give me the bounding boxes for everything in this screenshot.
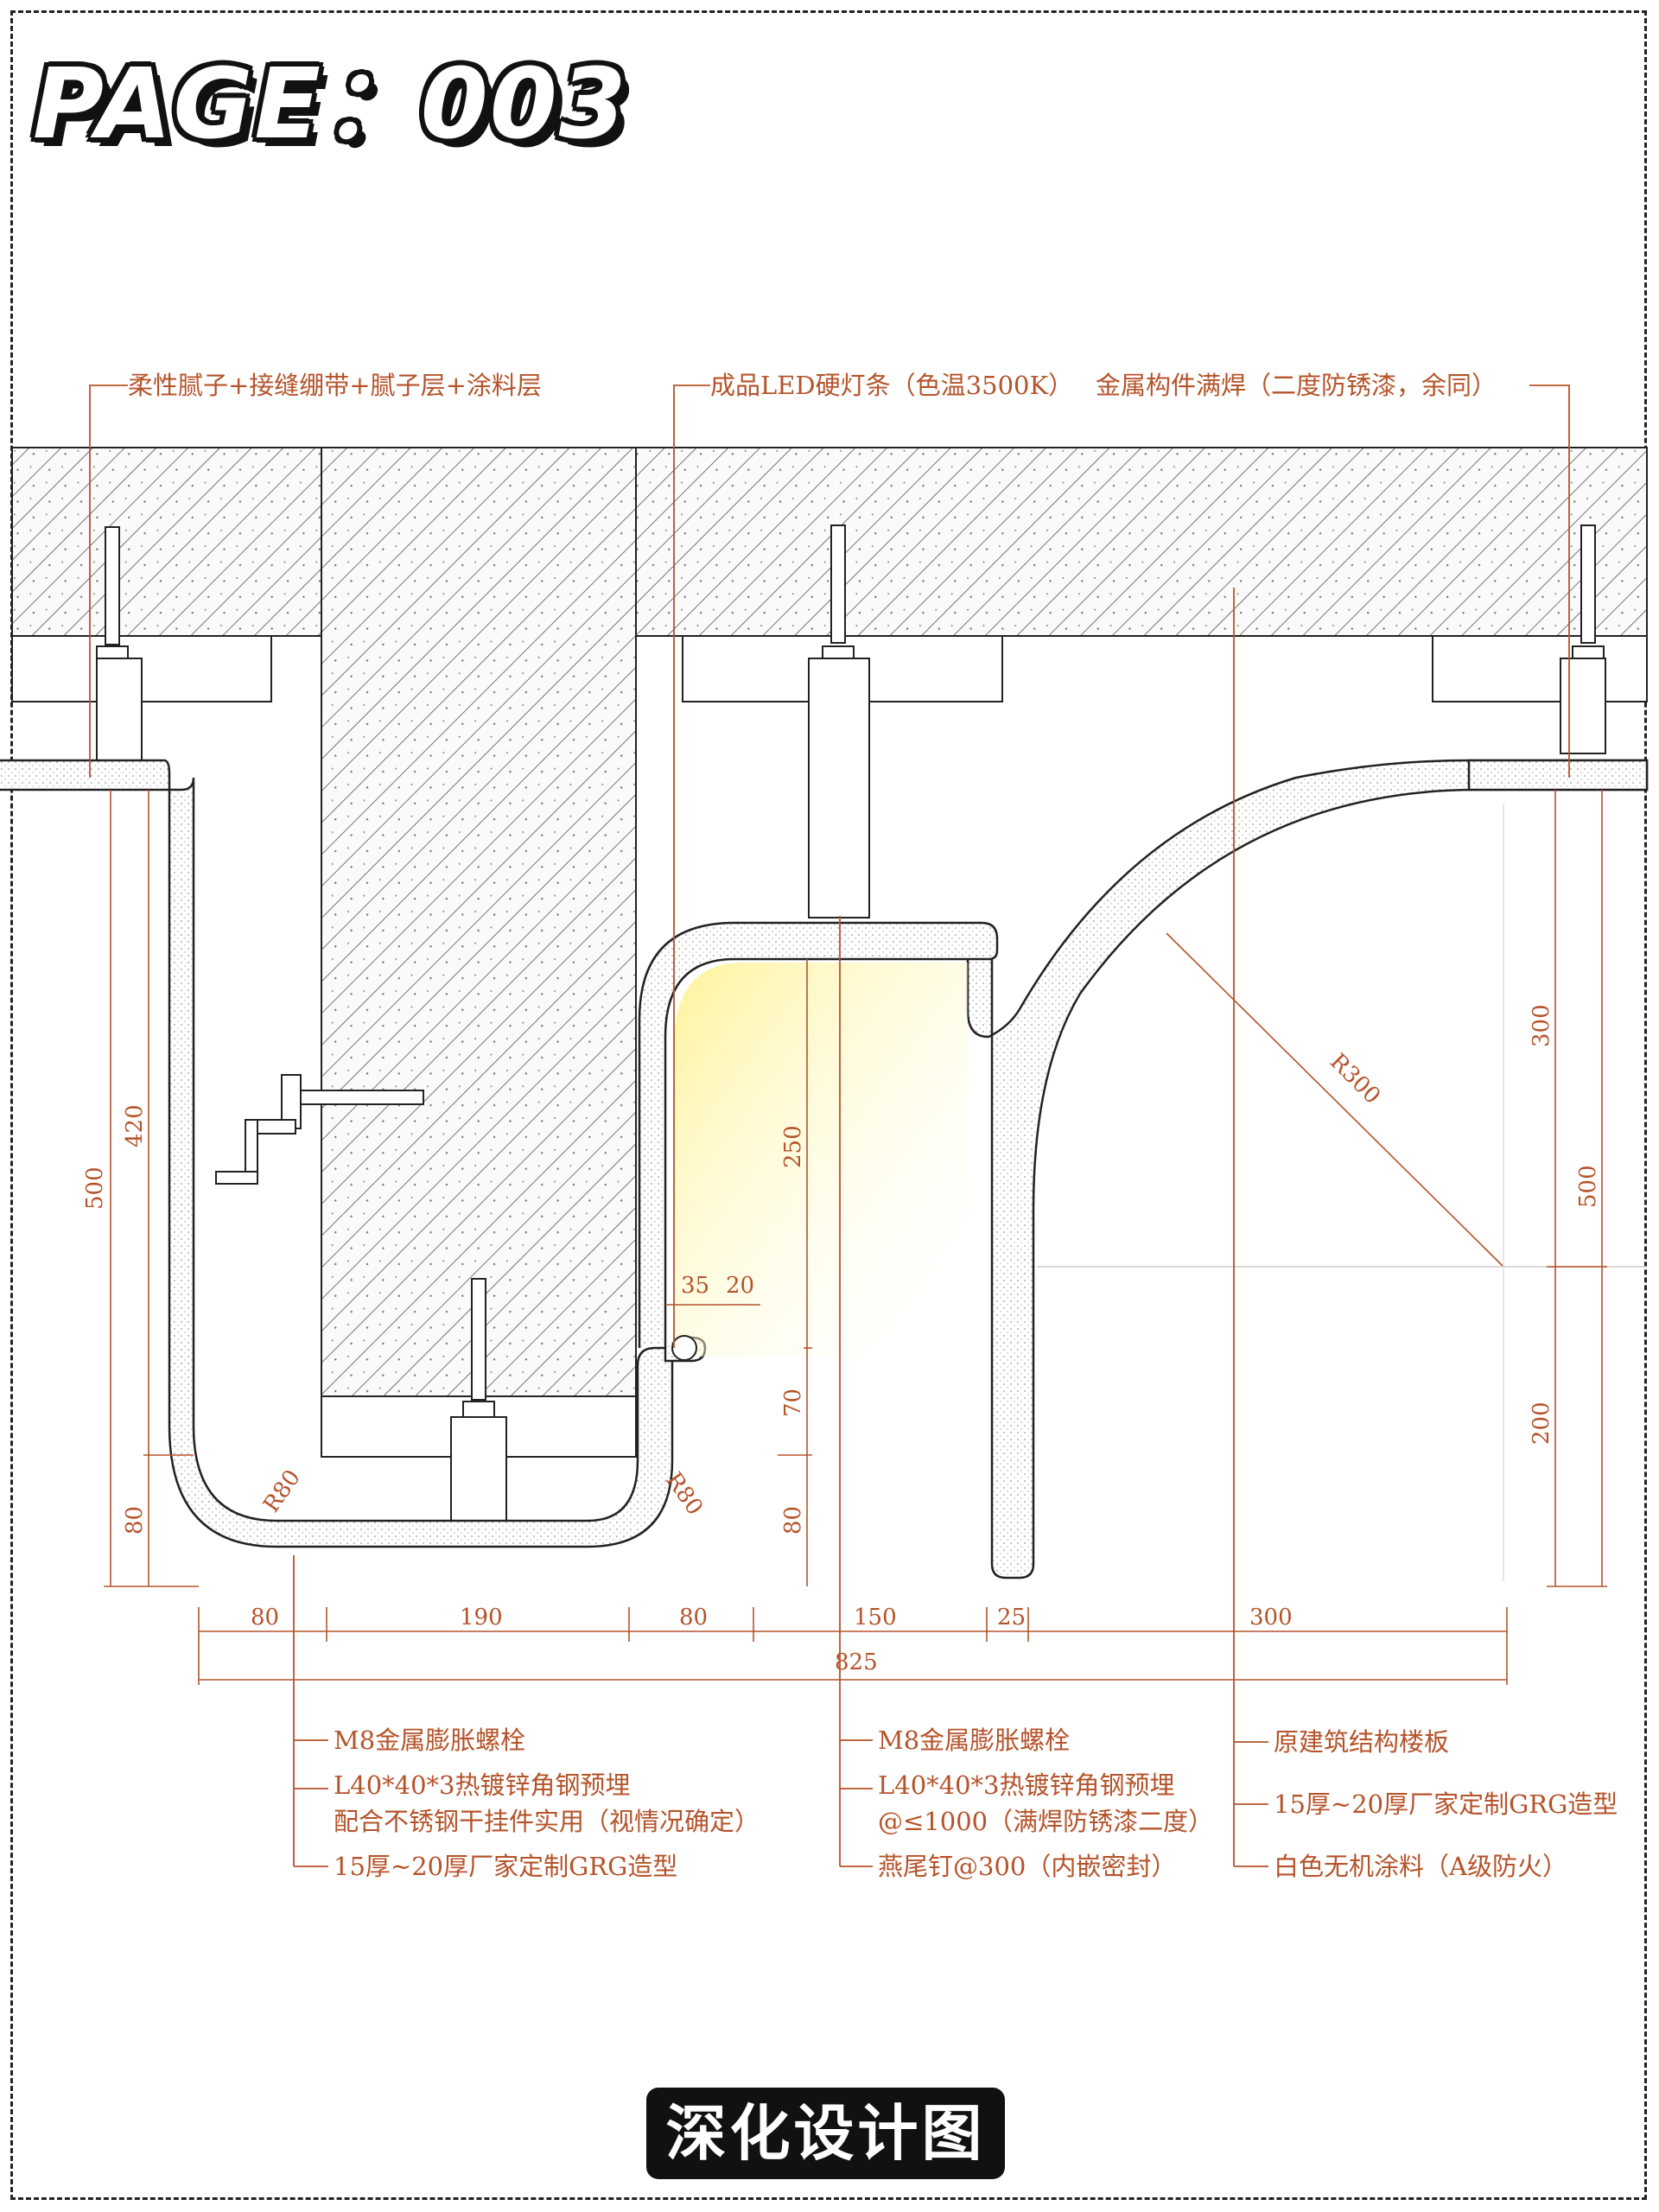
radius-r300: R300 (1325, 1049, 1385, 1109)
angle-bracket-left (215, 1074, 424, 1185)
concrete-beam (321, 447, 637, 1397)
structural-slab (11, 447, 1648, 637)
note-left-3: 配合不锈钢干挂件实用（视情况确定） (334, 1807, 760, 1836)
dim-left-420: 420 (122, 1104, 148, 1147)
hanger-bolt-mid (808, 524, 870, 918)
dim-inner-20: 20 (726, 1273, 754, 1299)
dim-right-300: 300 (1529, 1004, 1554, 1047)
note-mid-3: @≤1000（满焊防锈漆二度） (878, 1807, 1213, 1836)
dim-left-80: 80 (122, 1506, 148, 1535)
page-title: PAGE：003 (33, 48, 628, 161)
note-led-strip: 成品LED硬灯条（色温3500K） (710, 371, 1073, 400)
dim-right-200: 200 (1529, 1402, 1554, 1445)
dim-bottom-3: 80 (679, 1605, 708, 1630)
note-mid-1: M8金属膨胀螺栓 (878, 1726, 1070, 1755)
ceiling-block-right (1432, 635, 1648, 702)
note-right-3: 白色无机涂料（A级防火） (1274, 1852, 1567, 1881)
dim-bottom-2: 190 (460, 1605, 503, 1630)
dim-bottom-5: 25 (997, 1605, 1026, 1630)
dim-inner-35: 35 (681, 1273, 709, 1299)
radius-left-r80: R80 (258, 1465, 306, 1517)
note-putty-layer: 柔性腻子+接缝绷带+腻子层+涂料层 (128, 371, 542, 400)
note-mid-4: 燕尾钉@300（内嵌密封） (878, 1852, 1176, 1881)
dim-bottom-6: 300 (1249, 1605, 1293, 1630)
note-right-2: 15厚~20厚厂家定制GRG造型 (1274, 1789, 1618, 1819)
dim-bottom-1: 80 (251, 1605, 279, 1630)
drawing-frame (10, 10, 1647, 2200)
dim-total: 825 (835, 1649, 878, 1675)
note-left-1: M8金属膨胀螺栓 (334, 1726, 525, 1755)
dim-bottom-4: 150 (854, 1605, 897, 1630)
footer-tag: 深化设计图 (646, 2088, 1005, 2179)
led-strip (671, 1335, 697, 1361)
leader-lines (89, 385, 1570, 1867)
hanger-bolt-right (1560, 524, 1606, 754)
dimension-lines (104, 790, 1607, 1685)
note-metal-weld: 金属构件满焊（二度防锈漆，余同） (1096, 371, 1497, 400)
grg-u-profile (0, 759, 674, 1548)
r300-radius-line (1166, 932, 1504, 1268)
dim-inner-70: 70 (780, 1389, 806, 1417)
note-left-4: 15厚~20厚厂家定制GRG造型 (334, 1852, 677, 1881)
dim-right-500: 500 (1575, 1165, 1601, 1208)
grg-right-plate (1467, 759, 1649, 791)
note-left-2: L40*40*3热镀锌角钢预埋 (334, 1770, 631, 1800)
note-mid-2: L40*40*3热镀锌角钢预埋 (878, 1770, 1175, 1800)
dim-inner-80: 80 (780, 1506, 806, 1535)
dim-inner-250: 250 (780, 1125, 806, 1168)
note-right-1: 原建筑结构楼板 (1274, 1727, 1449, 1757)
led-light-glow (674, 963, 968, 1357)
dim-left-500: 500 (82, 1166, 108, 1210)
